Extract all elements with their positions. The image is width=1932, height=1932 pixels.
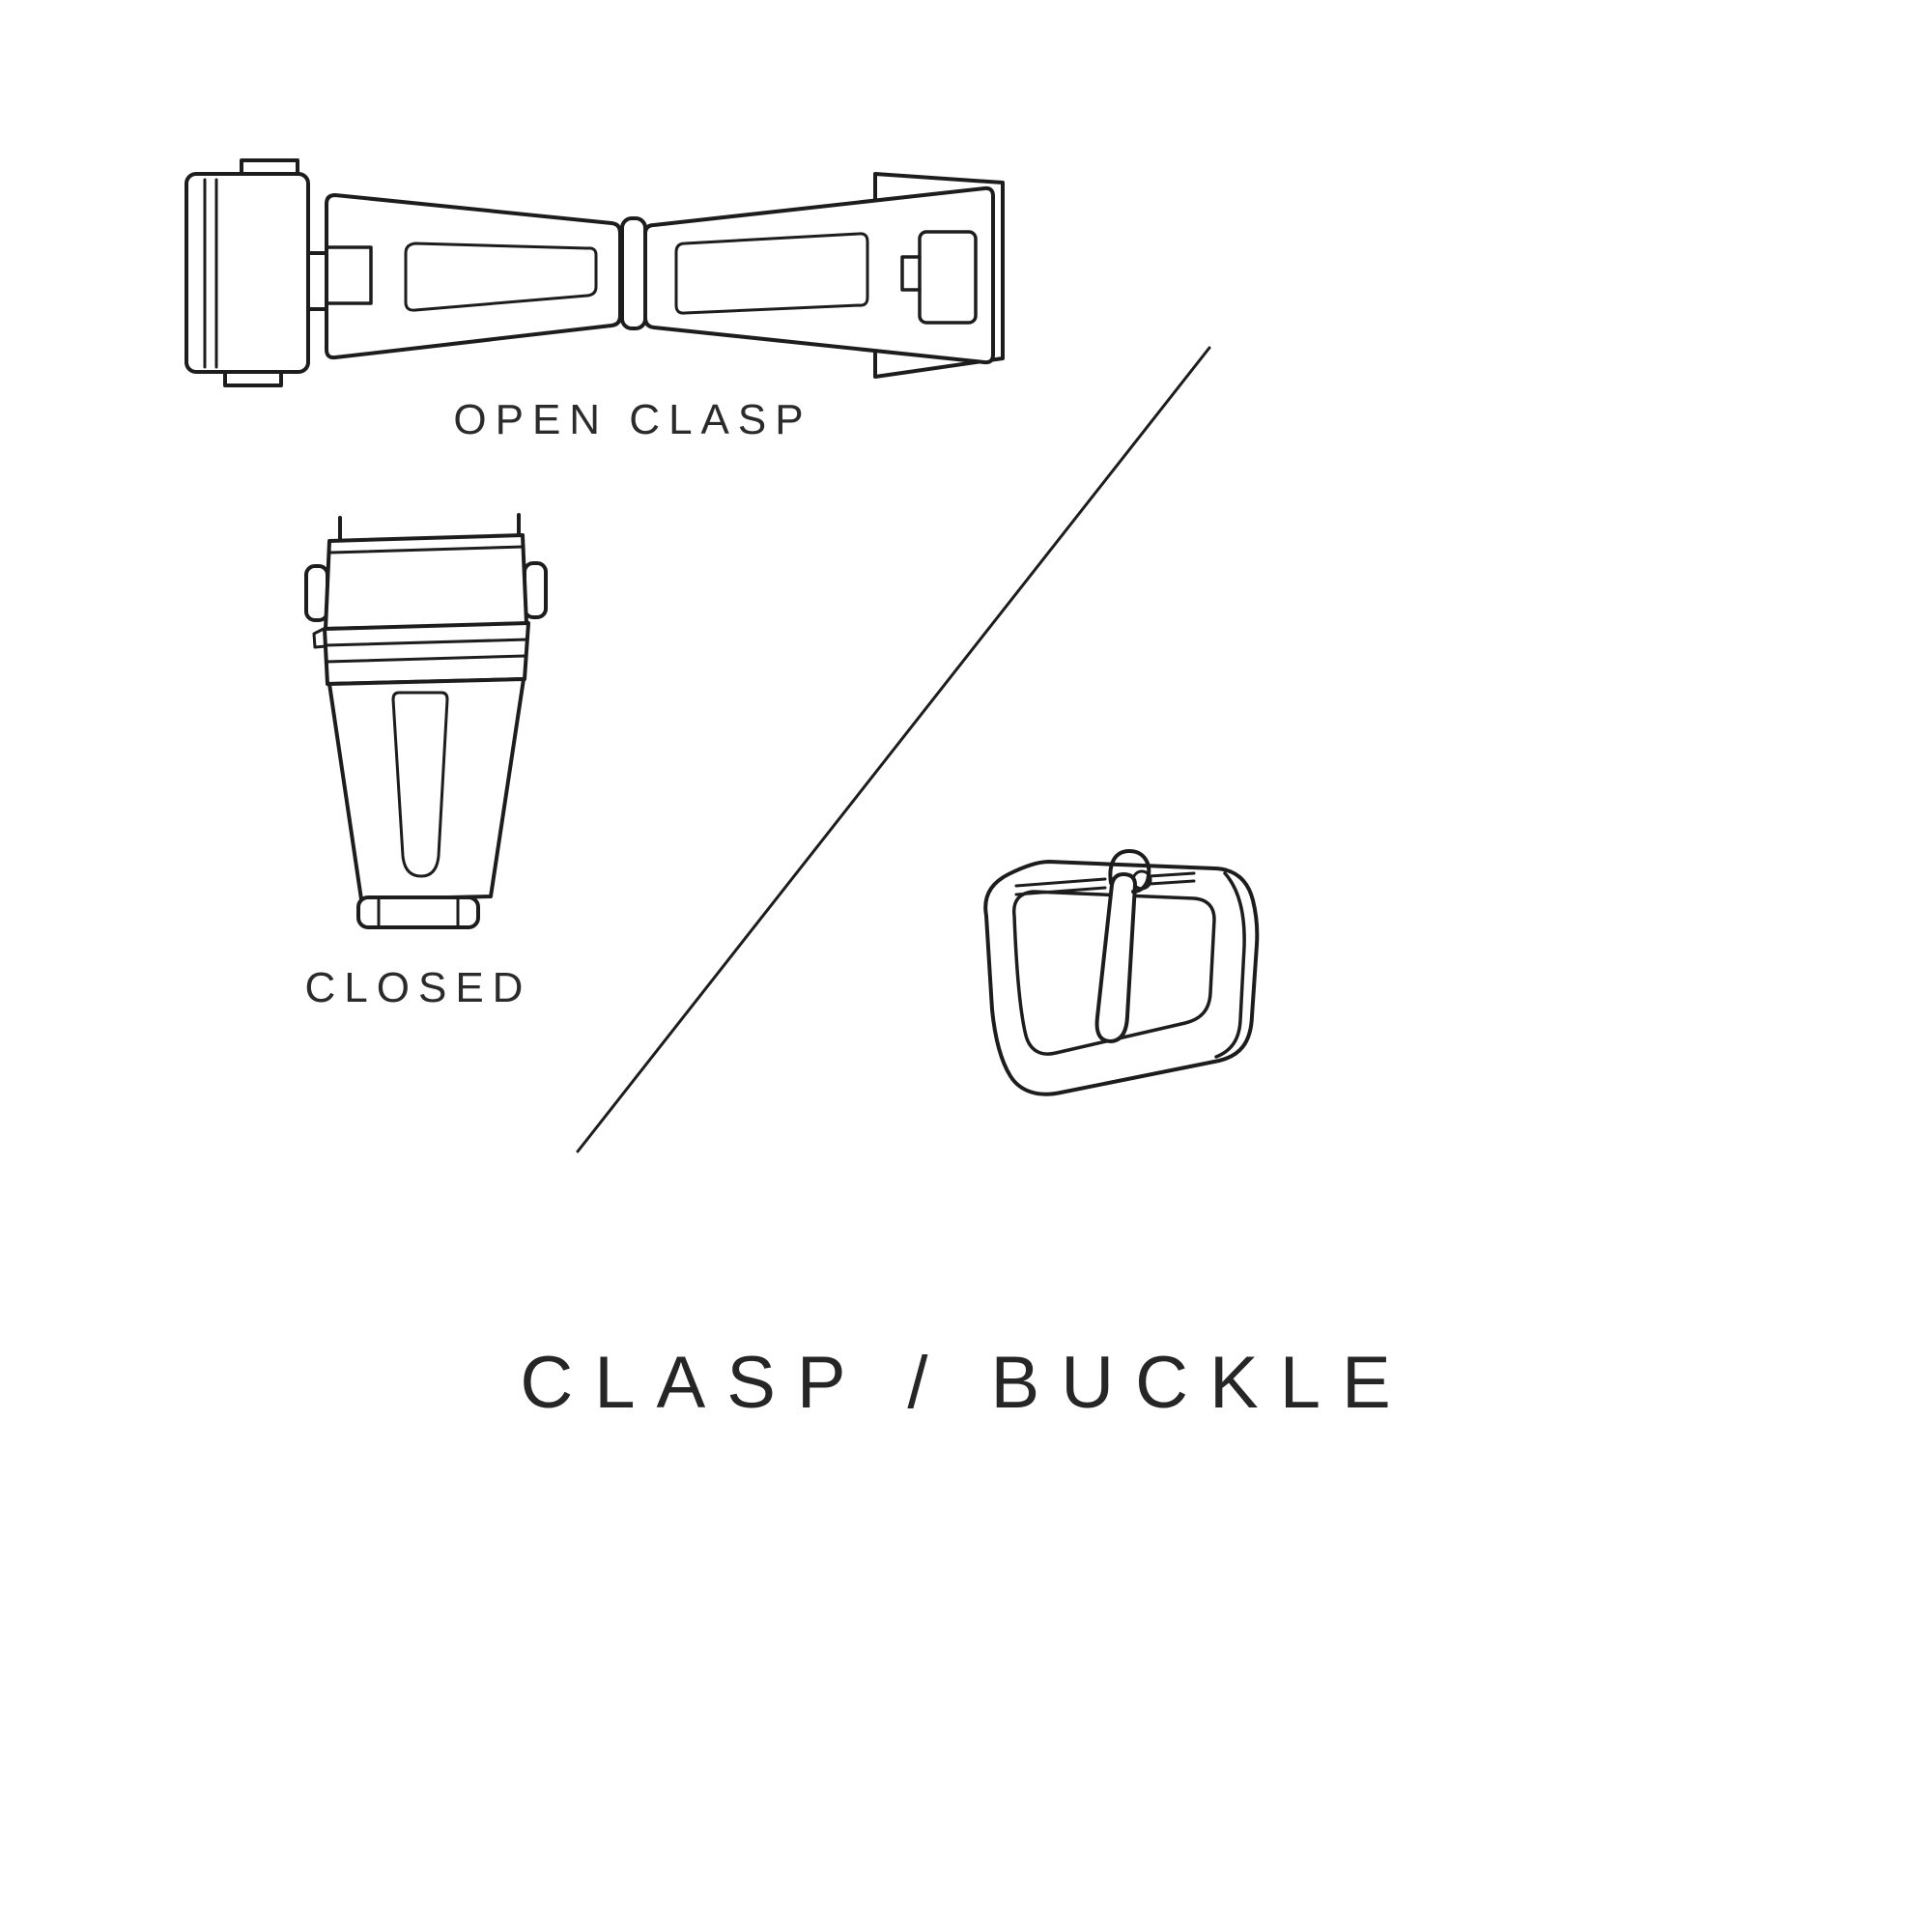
open-clasp-caption: OPEN CLASP: [453, 396, 812, 443]
divider-line: [576, 346, 1211, 1153]
closed-clasp-illustration: [304, 513, 548, 929]
buckle-illustration: [983, 849, 1260, 1096]
closed-clasp-caption: CLOSED: [304, 964, 532, 1011]
open-clasp-illustration: [185, 158, 1005, 387]
page-title: CLASP / BUCKLE: [520, 1342, 1412, 1424]
